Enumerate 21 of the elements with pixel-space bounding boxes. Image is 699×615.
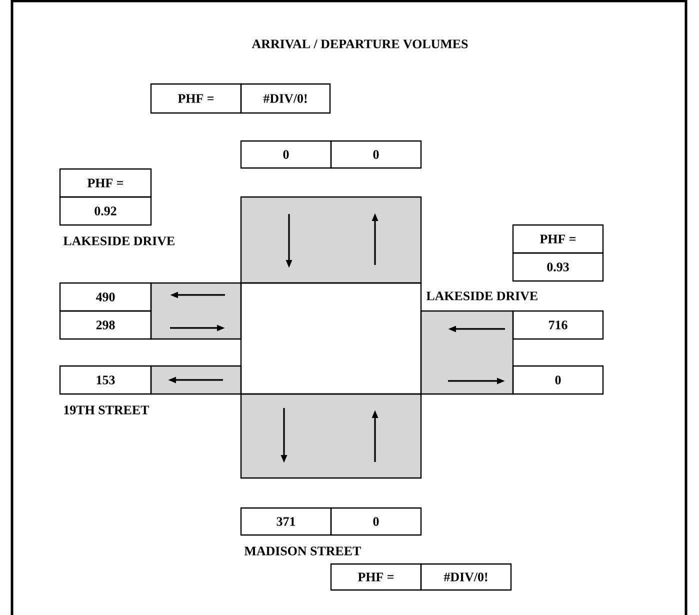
street-name: LAKESIDE DRIVE: [63, 236, 174, 246]
value-cell: PHF =: [512, 224, 604, 254]
value-cell: 490: [59, 282, 152, 312]
value-cell: PHF =: [59, 168, 152, 198]
value-cell: 0: [240, 140, 332, 169]
value-cell: #DIV/0!: [240, 83, 331, 114]
title: ARRIVAL / DEPARTURE VOLUMES: [252, 40, 468, 48]
street-name: LAKESIDE DRIVE: [426, 292, 538, 300]
value-cell: 0: [330, 507, 422, 536]
value-cell: 298: [59, 310, 152, 340]
value-cell: 0.93: [512, 252, 604, 282]
value-cell: 0: [330, 140, 422, 169]
value-cell: PHF =: [150, 83, 242, 114]
value-cell: 0: [512, 365, 604, 395]
value-cell: 0.92: [59, 196, 152, 226]
value-cell: 153: [59, 365, 152, 395]
value-cell: 371: [240, 507, 332, 536]
value-cell: 716: [512, 310, 604, 340]
value-cell: #DIV/0!: [420, 563, 512, 591]
street-name: MADISON STREET: [244, 546, 361, 556]
value-cell: PHF =: [330, 563, 422, 591]
